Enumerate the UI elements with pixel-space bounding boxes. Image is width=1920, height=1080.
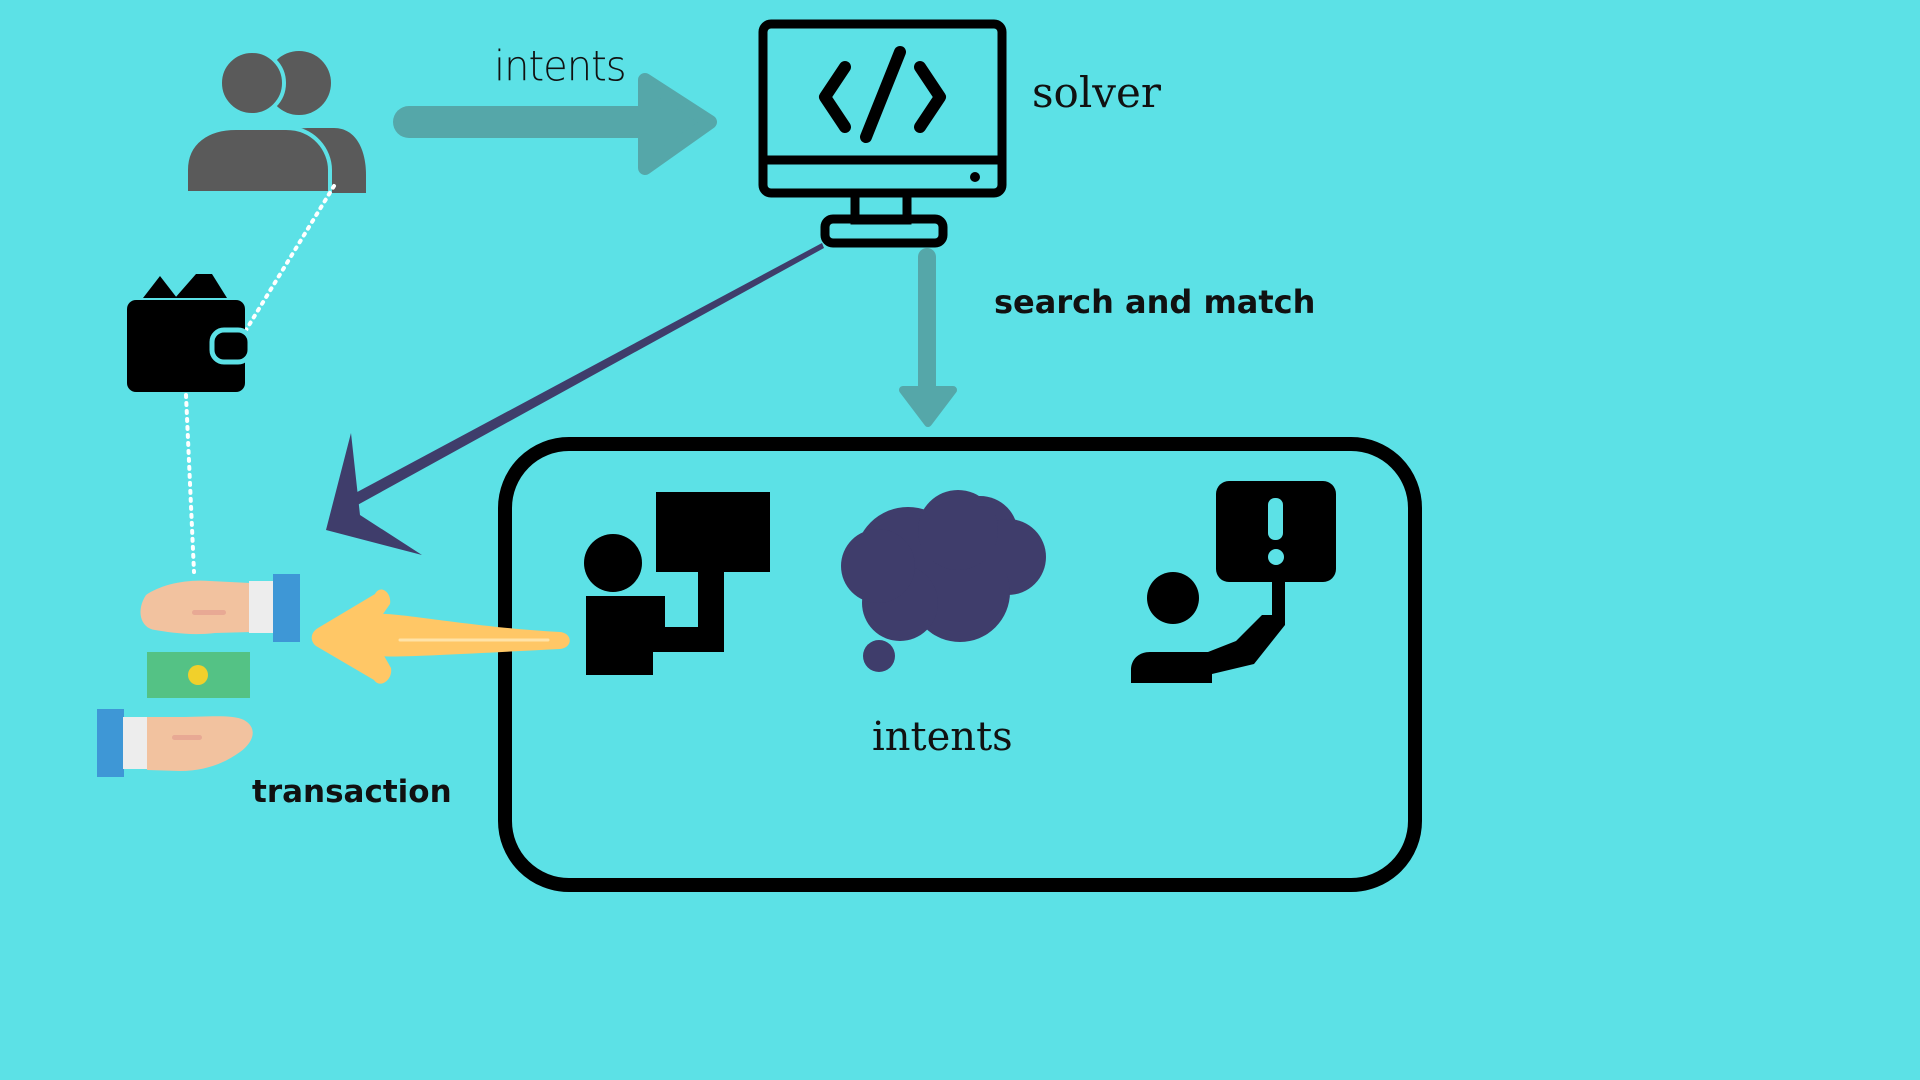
transaction-label: transaction: [252, 774, 452, 810]
solver-to-transaction-arrow: [326, 243, 824, 555]
intents-arrow: [393, 73, 717, 175]
solver-label: solver: [1032, 68, 1161, 117]
dotted-connector: [184, 184, 336, 574]
intents-group-label: intents: [872, 714, 1013, 760]
users-icon: [184, 49, 366, 195]
person-alert-sign-icon: [1131, 481, 1336, 683]
presenter-board-icon: [584, 492, 770, 675]
intents-arrow-label: intents: [494, 42, 627, 92]
search-match-arrow: [899, 248, 957, 427]
wallet-icon: [127, 274, 253, 392]
intents-group-box: [498, 437, 1422, 892]
search-and-match-label: search and match: [994, 283, 1316, 321]
computer-code-icon: [758, 19, 1007, 248]
intents-to-transaction-arrow: [311, 589, 570, 684]
thought-cloud-icon: [841, 490, 1046, 672]
hands-money-exchange-icon: [97, 574, 300, 777]
